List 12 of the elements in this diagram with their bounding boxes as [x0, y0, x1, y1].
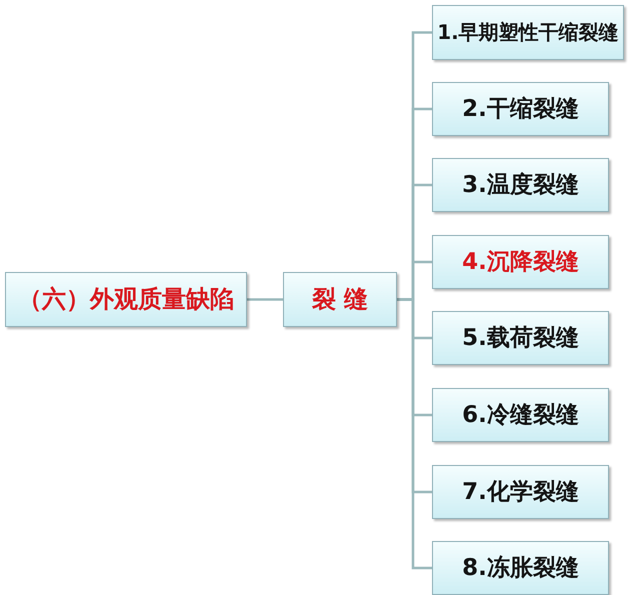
topic-box: （六）外观质量缺陷 — [5, 272, 247, 327]
item-box: 2.干缩裂缝 — [432, 82, 609, 136]
item-box: 7.化学裂缝 — [432, 465, 609, 519]
item-box: 1.早期塑性干缩裂缝 — [432, 5, 624, 60]
item-box: 6.冷缝裂缝 — [432, 388, 609, 442]
connector-line — [397, 298, 432, 570]
item-box: 5.载荷裂缝 — [432, 311, 609, 365]
category-box: 裂 缝 — [283, 272, 397, 327]
item-box: 8.冻胀裂缝 — [432, 541, 609, 595]
item-box: 3.温度裂缝 — [432, 158, 609, 212]
connector-line — [247, 298, 283, 301]
item-box: 4.沉降裂缝 — [432, 235, 609, 289]
